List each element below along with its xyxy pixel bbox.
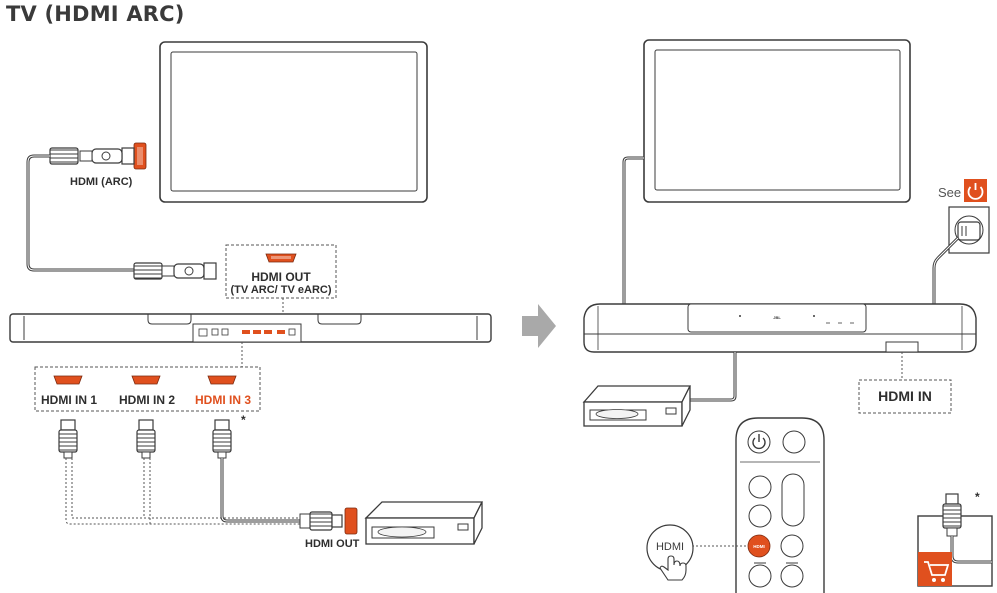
tv-left: [159, 41, 428, 203]
player-hdmi-out-port-icon: [344, 507, 358, 535]
wall-socket: [948, 206, 990, 254]
hdmi-out-port-icon: [265, 253, 297, 263]
hdmi-plug-player: [299, 511, 343, 531]
tv-right: [643, 39, 911, 203]
hdmi-plug-in-2: [136, 419, 156, 459]
hdmi-out-label: HDMI OUT: [251, 270, 311, 284]
soundbar-logo: JBL: [773, 315, 781, 320]
remote-hdmi-key: [747, 534, 771, 558]
page-title: TV (HDMI ARC): [6, 2, 185, 26]
hdmi-in-1-port-icon: [53, 375, 83, 385]
hdmi-in-3-port-icon: [207, 375, 237, 385]
blu-ray-player-left: [364, 501, 484, 545]
hdmi-in-2-label: HDMI IN 2: [119, 393, 176, 407]
player-hdmi-out-label: HDMI OUT: [305, 538, 360, 550]
arrow-right-icon: [522, 304, 556, 348]
hand-pointer-icon: [659, 555, 687, 581]
remote-hdmi-key-label: HDMI: [753, 544, 765, 549]
hdmi-out-sublabel: (TV ARC/ TV eARC): [230, 284, 332, 296]
asterisk-note: *: [241, 413, 246, 427]
hdmi-plug-top: [49, 147, 135, 165]
remote-hdmi-button-label: HDMI: [655, 541, 685, 553]
shopping-cart-icon: [918, 552, 952, 586]
remote-control: [735, 417, 825, 593]
hdmi-in-1-label: HDMI IN 1: [41, 393, 98, 407]
hdmi-in-label: HDMI IN: [878, 388, 932, 404]
hdmi-in-3-label: HDMI IN 3: [195, 393, 252, 407]
power-icon: [964, 179, 987, 202]
tv-hdmi-arc-label: HDMI (ARC): [70, 176, 133, 188]
hdmi-plug-in-1: [58, 419, 78, 459]
tv-hdmi-arc-port-icon: [133, 142, 147, 170]
see-label: See: [938, 185, 962, 200]
soundbar-front: [583, 303, 977, 353]
blu-ray-player-right: [582, 385, 692, 427]
hdmi-in-2-port-icon: [131, 375, 161, 385]
soundbar-rear: [9, 313, 492, 343]
hdmi-plug-in-3: [212, 419, 232, 459]
hdmi-plug-bottom: [133, 262, 217, 280]
asterisk-note-right: *: [975, 490, 980, 504]
